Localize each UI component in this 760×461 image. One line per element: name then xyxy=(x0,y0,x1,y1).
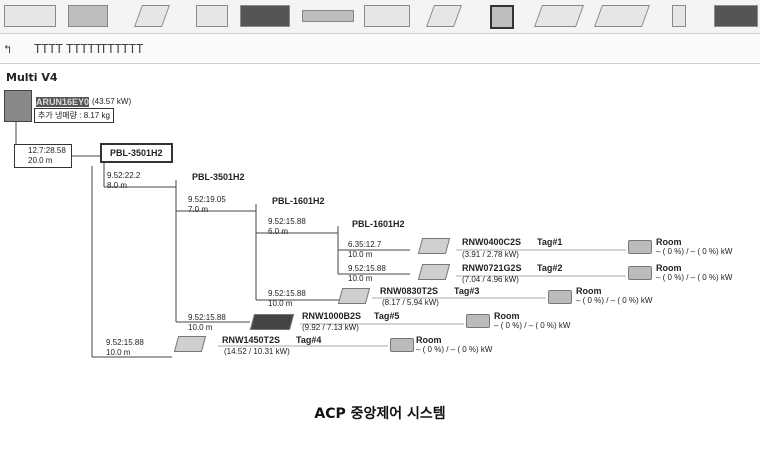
unit-2-room-icon[interactable] xyxy=(628,266,652,280)
unit-3-cassette-icon[interactable] xyxy=(337,288,371,304)
unit-1-room-icon[interactable] xyxy=(628,240,652,254)
unit-1-model: RNW0400C2S xyxy=(462,237,522,247)
unit-2-load: – ( 0 %) / – ( 0 %) kW xyxy=(656,273,733,282)
branch-2-size: 9.52:19.05 xyxy=(188,195,226,204)
unit-2-room: Room xyxy=(656,263,682,273)
branch-1-length: 8.0 m xyxy=(107,181,128,190)
branch-4-name[interactable]: PBL-1601H2 xyxy=(352,219,405,229)
unit-2-capacity: (7.04 / 4.96 kW) xyxy=(462,275,519,284)
unit-2-model: RNW0721G2S xyxy=(462,263,522,273)
branch-tool-1-icon[interactable]: TTTT xyxy=(34,42,63,56)
unit-3-room: Room xyxy=(576,286,602,296)
unit-3-capacity: (8.17 / 5.94 kW) xyxy=(382,298,439,307)
wall-mount-unit-icon[interactable] xyxy=(4,5,56,27)
unit-palette-toolbar xyxy=(0,0,760,34)
console-unit-icon[interactable] xyxy=(364,5,410,27)
outdoor-capacity: (43.57 kW) xyxy=(92,97,132,106)
back-arrow-icon[interactable]: ↰ xyxy=(4,42,12,56)
toolbar-divider xyxy=(0,63,760,64)
main-pipe-size: 12.7:28.58 xyxy=(28,146,66,155)
unit-4-tag: Tag#5 xyxy=(374,311,400,321)
unit-1-load: – ( 0 %) / – ( 0 %) kW xyxy=(656,247,733,256)
unit-3-load: – ( 0 %) / – ( 0 %) kW xyxy=(576,296,653,305)
hydro-unit-icon[interactable] xyxy=(714,5,758,27)
unit-5-room-icon[interactable] xyxy=(390,338,414,352)
unit-4-room-icon[interactable] xyxy=(466,314,490,328)
unit-5-cassette-icon[interactable] xyxy=(173,336,207,352)
unit-1-tag: Tag#1 xyxy=(537,237,563,247)
unit-4-load: – ( 0 %) / – ( 0 %) kW xyxy=(494,321,571,330)
branch-3-length: 6.0 m xyxy=(268,227,289,236)
branch-2-length: 7.0 m xyxy=(188,205,209,214)
unit-5-model: RNW1450T2S xyxy=(222,335,281,345)
unit-4-room: Room xyxy=(494,311,520,321)
ceiling-4way-unit-icon[interactable] xyxy=(196,5,228,27)
unit-1-capacity: (3.91 / 2.78 kW) xyxy=(462,250,519,259)
unit-5-tag: Tag#4 xyxy=(296,335,322,345)
outdoor-model: ARUN16EY0 xyxy=(36,97,90,107)
unit-5-load: – ( 0 %) / – ( 0 %) kW xyxy=(416,345,493,354)
branch-1-size: 9.52:22.2 xyxy=(107,171,141,180)
main-pipe-length: 20.0 m xyxy=(28,156,53,165)
branch-3-size: 9.52:15.88 xyxy=(268,217,306,226)
unit-1-cassette-icon[interactable] xyxy=(417,238,451,254)
floor-stand-unit-icon[interactable] xyxy=(68,5,108,27)
unit-1-pipe: 6.35:12.7 xyxy=(348,240,382,249)
unit-4-model: RNW1000B2S xyxy=(302,311,362,321)
unit-3-room-icon[interactable] xyxy=(548,290,572,304)
branch-tool-2-icon[interactable]: TTTTT xyxy=(66,42,103,56)
duct-unit-icon[interactable] xyxy=(240,5,290,27)
branch-1-name[interactable]: PBL-3501H2 xyxy=(100,143,173,163)
unit-4-pipe: 9.52:15.88 xyxy=(188,313,226,322)
main-pipe-box xyxy=(14,144,72,168)
refrigerant-amount: 추가 냉매량 : 8.17 kg xyxy=(34,108,114,123)
pipe-tools-toolbar xyxy=(0,34,760,62)
unit-1-room: Room xyxy=(656,237,682,247)
unit-2-tag: Tag#2 xyxy=(537,263,563,273)
unit-5-capacity: (14.52 / 10.31 kW) xyxy=(224,347,290,356)
unit-5-room: Room xyxy=(416,335,442,345)
unit-5-length: 10.0 m xyxy=(106,348,131,357)
slim-duct-unit-icon[interactable] xyxy=(302,10,354,22)
outdoor-unit-icon[interactable] xyxy=(4,90,32,122)
caption: ACP 중앙제어 시스템 xyxy=(314,406,446,422)
branch-2-name[interactable]: PBL-3501H2 xyxy=(192,172,245,182)
branch-tool-3-icon[interactable]: TTTTTT xyxy=(100,42,144,56)
unit-3-model: RNW0830T2S xyxy=(380,286,439,296)
unit-2-cassette-icon[interactable] xyxy=(417,264,451,280)
unit-4-length: 10.0 m xyxy=(188,323,213,332)
unit-3-pipe: 9.52:15.88 xyxy=(268,289,306,298)
unit-3-length: 10.0 m xyxy=(268,299,293,308)
vertical-unit-icon[interactable] xyxy=(672,5,686,27)
unit-5-pipe: 9.52:15.88 xyxy=(106,338,144,347)
unit-4-duct-icon[interactable] xyxy=(249,314,295,330)
unit-2-pipe: 9.52:15.88 xyxy=(348,264,386,273)
unit-2-length: 10.0 m xyxy=(348,274,373,283)
panel-unit-icon[interactable] xyxy=(490,5,514,29)
system-title: Multi V4 xyxy=(6,71,58,84)
unit-4-capacity: (9.92 / 7.13 kW) xyxy=(302,323,359,332)
unit-1-length: 10.0 m xyxy=(348,250,373,259)
branch-3-name[interactable]: PBL-1601H2 xyxy=(272,196,325,206)
unit-3-tag: Tag#3 xyxy=(454,286,480,296)
